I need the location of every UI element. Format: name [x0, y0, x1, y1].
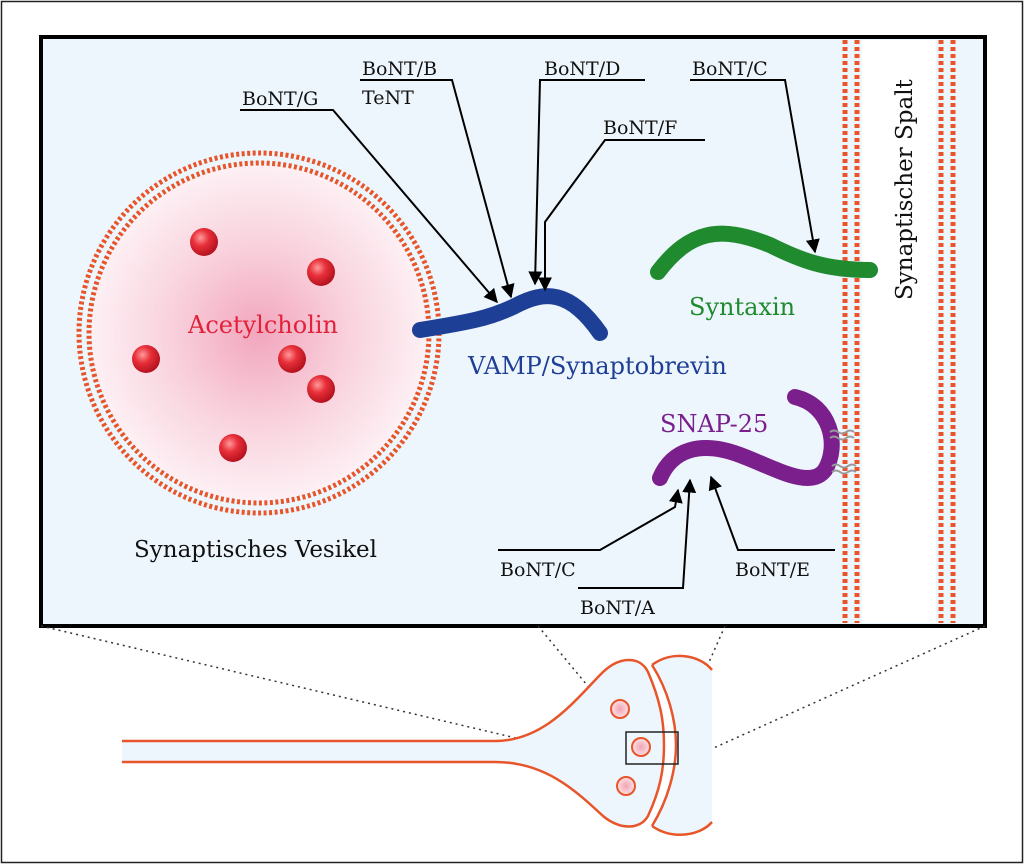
bont-d-arrow [528, 79, 645, 286]
acetylcholin-molecule [132, 345, 160, 373]
protein-label-snap25: SNAP-25 [660, 410, 768, 438]
acetylcholin-molecule [307, 258, 335, 286]
neuron-overview [122, 654, 713, 836]
postsynaptic-cell [652, 655, 712, 835]
cleft-label: Synaptischer Spalt [892, 78, 918, 300]
protein-label-syntaxin: Syntaxin [689, 293, 795, 321]
synaptic-cleft [862, 40, 936, 623]
acetylcholin-molecule [219, 434, 247, 462]
toxin-label-bont-a: BoNT/A [580, 597, 655, 619]
syntaxin-protein [650, 225, 878, 280]
toxin-label-bont-b: BoNT/B [362, 58, 437, 80]
toxin-arrows [240, 79, 835, 589]
bont-g-arrow [240, 109, 498, 304]
toxin-label-bont-g: BoNT/G [242, 88, 318, 110]
bont-c-syntaxin-arrow [690, 79, 820, 254]
bont-b-arrow [360, 79, 515, 299]
toxin-label-tent: TeNT [362, 87, 414, 109]
neurotransmitter-label: Acetylcholin [187, 311, 338, 339]
toxin-label-bont-f: BoNT/F [603, 117, 677, 139]
toxin-label-bont-c-syntaxin: BoNT/C [692, 58, 768, 80]
toxin-label-bont-c-snap: BoNT/C [500, 559, 576, 581]
snap25-protein [652, 389, 840, 487]
acetylcholin-molecule [278, 345, 306, 373]
bont-c-snap-arrow [498, 488, 683, 551]
bont-e-arrow [708, 475, 835, 551]
snap25-anchor [829, 429, 857, 475]
bont-a-arrow [578, 478, 697, 589]
acetylcholin-molecule [307, 375, 335, 403]
zoom-source-box [625, 731, 679, 765]
toxin-label-bont-e: BoNT/E [735, 559, 810, 581]
protein-label-vamp: VAMP/Synaptobrevin [467, 352, 727, 380]
acetylcholin-molecule [190, 228, 218, 256]
small-vesicle [616, 776, 636, 796]
bont-f-arrow [538, 139, 705, 292]
small-vesicle [631, 737, 651, 757]
vamp-protein [412, 288, 608, 341]
toxin-label-bont-d: BoNT/D [544, 58, 620, 80]
small-vesicle [610, 699, 630, 719]
postsynaptic-membrane [938, 40, 956, 623]
acetylcholin-molecules [132, 228, 335, 462]
vesicle-label: Synaptisches Vesikel [134, 537, 377, 563]
presynaptic-membrane [842, 40, 860, 623]
axon-terminal [122, 658, 666, 828]
